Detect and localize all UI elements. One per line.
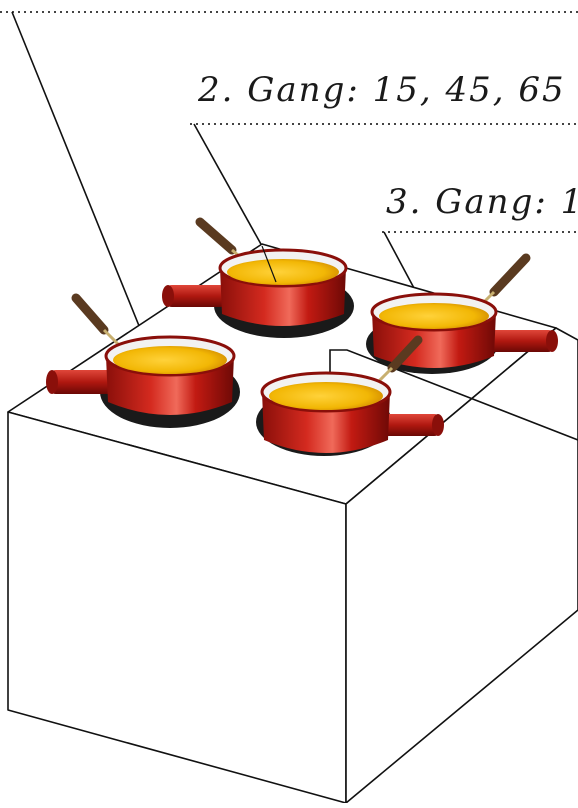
pointer-line-2 xyxy=(193,123,263,247)
front-center-pot xyxy=(260,335,444,453)
course-2-label: 2. Gang: 15, 45, 65 xyxy=(198,70,566,110)
pointer-line-4 xyxy=(329,349,578,441)
course-3-label: 3. Gang: 1 xyxy=(386,182,578,222)
back-right-pot xyxy=(370,253,558,368)
front-left-pot xyxy=(46,293,236,415)
back-left-pot xyxy=(162,217,348,326)
stove-right-face xyxy=(345,327,578,804)
pointer-line-1 xyxy=(11,11,149,349)
